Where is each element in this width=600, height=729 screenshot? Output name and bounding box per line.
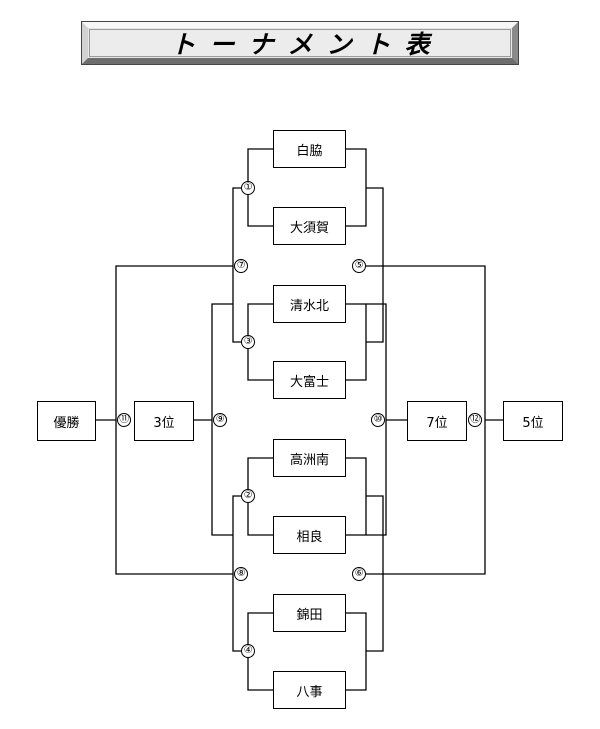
title-inner: トーナメント表 xyxy=(89,29,511,59)
line-match-2-right xyxy=(346,457,367,536)
match-number-11: ⑪ xyxy=(117,413,131,427)
line-match-1-right xyxy=(346,148,367,227)
match-number-7: ⑦ xyxy=(234,259,248,273)
team-box-nishikida: 錦田 xyxy=(273,594,346,632)
fifth-place-box: 5位 xyxy=(503,401,563,441)
line-match-7 xyxy=(232,187,248,343)
match-number-1: ① xyxy=(241,181,255,195)
match-number-2: ② xyxy=(241,489,255,503)
team-box-shirawaki: 白脇 xyxy=(273,130,346,168)
seventh-place-box: 7位 xyxy=(407,401,467,441)
match-number-5: ⑤ xyxy=(352,259,366,273)
winner-box: 優勝 xyxy=(37,401,96,441)
team-box-yagoto: 八事 xyxy=(273,671,346,709)
match-number-6: ⑥ xyxy=(352,567,366,581)
team-box-osuka: 大須賀 xyxy=(273,207,346,245)
team-box-sagara: 相良 xyxy=(273,516,346,554)
match-number-8: ⑧ xyxy=(234,567,248,581)
team-box-shimizukita: 清水北 xyxy=(273,285,346,323)
match-number-10: ⑩ xyxy=(371,413,385,427)
line-match-5 xyxy=(366,187,384,343)
match-number-9: ⑨ xyxy=(213,413,227,427)
third-place-box: 3位 xyxy=(134,401,194,441)
team-box-takasuminami: 高洲南 xyxy=(273,439,346,477)
title-plate: トーナメント表 xyxy=(81,21,519,65)
team-box-ofuji: 大富士 xyxy=(273,361,346,399)
line-match-4-right xyxy=(346,612,367,691)
page-title: トーナメント表 xyxy=(170,30,444,59)
match-number-12: ⑫ xyxy=(468,413,482,427)
match-number-4: ④ xyxy=(241,644,255,658)
line-match-3-right xyxy=(346,303,367,381)
match-number-3: ③ xyxy=(241,335,255,349)
